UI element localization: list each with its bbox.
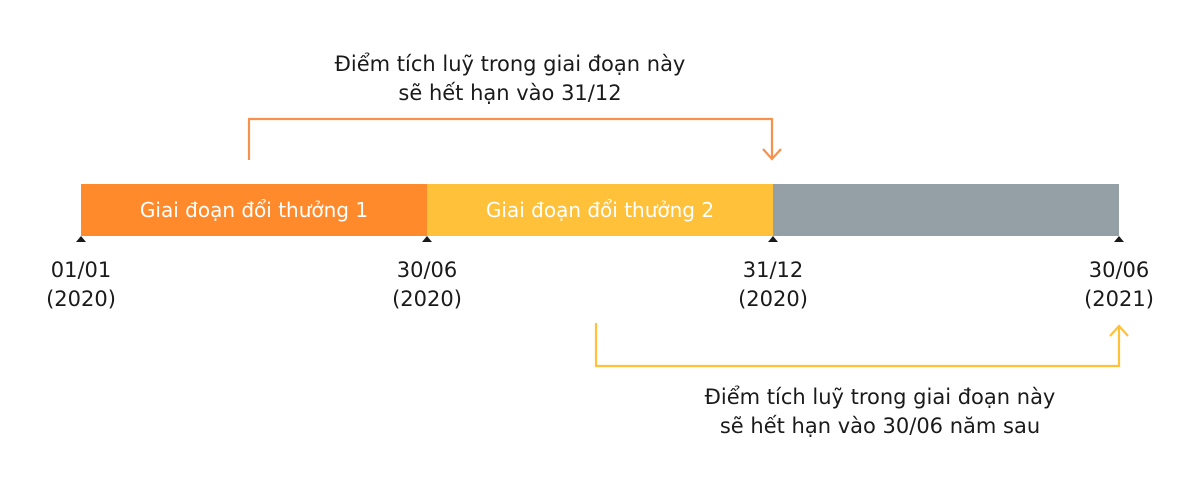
tick-mark-3 xyxy=(1114,236,1124,242)
date-label-mid-2021: 30/06 (2021) xyxy=(1059,256,1179,314)
phase-2-bar: Giai đoạn đổi thưởng 2 xyxy=(427,184,773,236)
date-end-2020-day: 31/12 xyxy=(742,258,804,282)
phase-1-label: Giai đoạn đổi thưởng 1 xyxy=(139,198,369,222)
tick-mark-2 xyxy=(768,236,778,242)
date-label-mid-2020: 30/06 (2020) xyxy=(367,256,487,314)
bottom-expiry-note: Điểm tích luỹ trong giai đoạn này sẽ hết… xyxy=(670,383,1090,441)
date-label-end-2020: 31/12 (2020) xyxy=(713,256,833,314)
top-bracket-arrow xyxy=(247,117,774,160)
date-label-start: 01/01 (2020) xyxy=(21,256,141,314)
top-expiry-note: Điểm tích luỹ trong giai đoạn này sẽ hết… xyxy=(300,50,720,108)
date-mid-2021-year: (2021) xyxy=(1084,287,1154,311)
bottom-note-line-1: Điểm tích luỹ trong giai đoạn này xyxy=(704,385,1056,409)
date-mid-2021-day: 30/06 xyxy=(1088,258,1150,282)
top-note-line-1: Điểm tích luỹ trong giai đoạn này xyxy=(334,52,686,76)
date-start-year: (2020) xyxy=(46,287,116,311)
date-end-2020-year: (2020) xyxy=(738,287,808,311)
phase-2-label: Giai đoạn đổi thưởng 2 xyxy=(485,198,715,222)
top-arrowhead-down-icon xyxy=(762,148,782,161)
tick-mark-1 xyxy=(422,236,432,242)
future-period-bar xyxy=(773,184,1119,236)
date-mid-2020-year: (2020) xyxy=(392,287,462,311)
tick-mark-0 xyxy=(76,236,86,242)
bottom-note-line-2: sẽ hết hạn vào 30/06 năm sau xyxy=(719,414,1041,438)
bottom-arrowhead-up-icon xyxy=(1109,324,1129,337)
date-start-day: 01/01 xyxy=(50,258,112,282)
date-mid-2020-day: 30/06 xyxy=(396,258,458,282)
phase-1-bar: Giai đoạn đổi thưởng 1 xyxy=(81,184,427,236)
top-note-line-2: sẽ hết hạn vào 31/12 xyxy=(398,81,622,105)
bottom-bracket-arrow xyxy=(594,323,1121,368)
